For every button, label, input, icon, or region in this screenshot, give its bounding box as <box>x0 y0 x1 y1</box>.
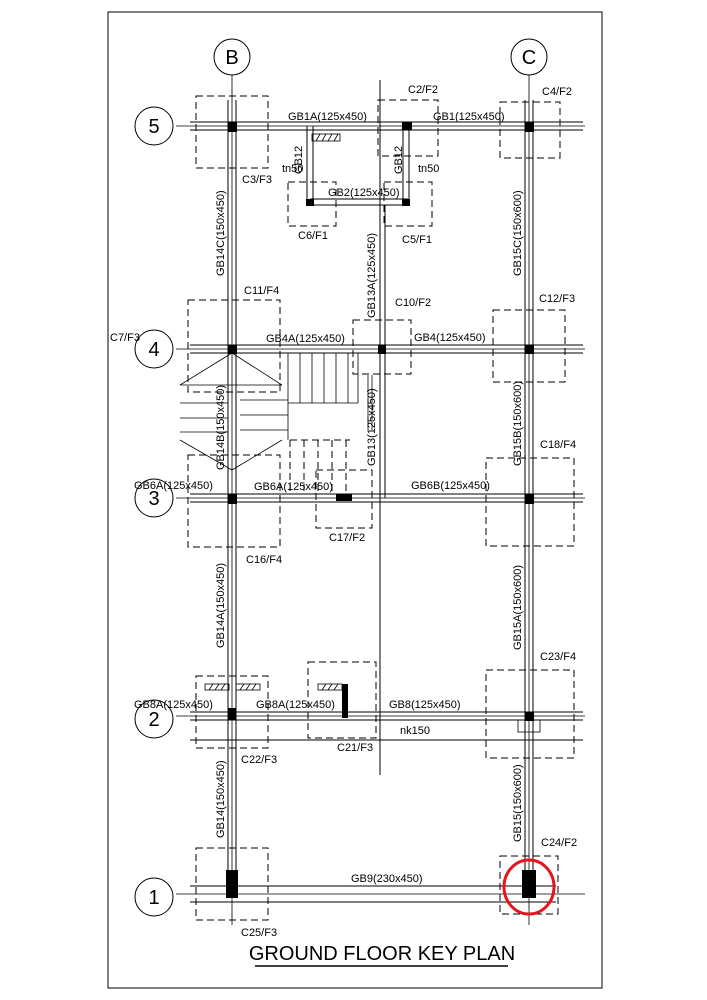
grid-bubble-2 <box>134 699 174 739</box>
sheet-border <box>107 11 603 989</box>
label-tn50a: tn50 <box>282 163 303 175</box>
column-c11 <box>228 345 237 354</box>
label-c12: C12/F3 <box>539 293 575 305</box>
label-gb13: GB13(125x450) <box>366 388 378 466</box>
column-c3 <box>228 122 237 132</box>
label-c17: C17/F2 <box>329 532 365 544</box>
column-c24 <box>522 870 536 898</box>
label-gb8: GB8(125x450) <box>389 699 461 711</box>
grid-label-4: 4 <box>148 339 159 361</box>
label-c21: C21/F3 <box>337 742 373 754</box>
column-c23 <box>525 712 534 721</box>
column-c16 <box>228 494 237 504</box>
label-gb4a: GB4A(125x450) <box>266 333 345 345</box>
beams <box>190 80 583 903</box>
label-gb8a-1: GB8A(125x450) <box>134 699 213 711</box>
label-gb6b: GB6B(125x450) <box>411 480 490 492</box>
grid-label-1: 1 <box>148 887 159 909</box>
label-gb13a: GB13A(125x450) <box>366 233 378 318</box>
label-c10: C10/F2 <box>395 297 431 309</box>
column-c21 <box>342 684 348 718</box>
label-c11: C11/F4 <box>244 285 279 297</box>
grid-label-3: 3 <box>148 488 159 510</box>
label-gb6a-1: GB6A(125x450) <box>134 480 213 492</box>
grid-bubble-b <box>213 38 251 76</box>
label-nk150: nk150 <box>400 725 430 737</box>
beam-labels-vertical: GB12 GB12 GB14C(150x450) GB13A(125x450) … <box>215 146 524 842</box>
label-gb1: GB1(125x450) <box>433 111 505 123</box>
label-c5: C5/F1 <box>402 234 432 246</box>
column-c10 <box>378 345 386 354</box>
label-gb15a: GB15A(150x600) <box>512 565 524 650</box>
label-gb1a: GB1A(125x450) <box>288 111 367 123</box>
column-c18 <box>525 494 534 504</box>
label-c6: C6/F1 <box>298 230 328 242</box>
column-c17 <box>336 494 352 501</box>
label-gb12-right: GB12 <box>393 146 405 174</box>
column-c22 <box>228 708 236 720</box>
label-gb14b: GB14B(150x450) <box>215 385 227 470</box>
beam-labels-horizontal: GB1A(125x450) GB1(125x450) GB2(125x450) … <box>134 111 505 885</box>
label-c24: C24/F2 <box>541 837 577 849</box>
label-c16: C16/F4 <box>246 554 282 566</box>
label-gb15c: GB15C(150x600) <box>512 190 524 276</box>
grid-label-5: 5 <box>148 116 159 138</box>
label-c22: C22/F3 <box>241 754 277 766</box>
columns <box>226 122 536 898</box>
column-c6 <box>306 199 314 206</box>
column-c5 <box>402 199 410 206</box>
label-tn50b: tn50 <box>418 163 439 175</box>
plan-title: GROUND FLOOR KEY PLAN <box>249 943 515 965</box>
label-gb2: GB2(125x450) <box>328 187 400 199</box>
grid-bubble-5 <box>134 106 174 146</box>
column-c2 <box>402 122 412 130</box>
grid-bubble-3 <box>134 478 174 518</box>
column-labels: C2/F2 C3/F3 C4/F2 C5/F1 C6/F1 C7/F3 C10/… <box>110 84 577 939</box>
label-c25: C25/F3 <box>241 927 277 939</box>
label-gb9: GB9(230x450) <box>351 873 423 885</box>
label-gb4: GB4(125x450) <box>414 332 486 344</box>
label-gb8a-2: GB8A(125x450) <box>256 699 335 711</box>
grid-bubbles: B C 5 4 3 2 1 <box>134 38 548 917</box>
grid-label-2: 2 <box>148 709 159 731</box>
footings <box>187 95 575 921</box>
label-c3: C3/F3 <box>242 174 272 186</box>
grid-label-c: C <box>522 47 536 69</box>
label-gb12-left: GB12 <box>293 146 305 174</box>
label-c7: C7/F3 <box>110 332 140 344</box>
label-c18: C18/F4 <box>540 439 576 451</box>
staircase <box>179 352 373 494</box>
grid-label-b: B <box>225 47 238 69</box>
label-c2: C2/F2 <box>408 84 438 96</box>
column-c25 <box>226 870 238 898</box>
column-c12 <box>525 345 534 354</box>
label-gb14a: GB14A(150x450) <box>215 563 227 648</box>
label-gb15b: GB15B(150x600) <box>512 381 524 466</box>
label-c23: C23/F4 <box>540 651 576 663</box>
label-gb6a-2: GB6A(125x450) <box>254 481 333 493</box>
label-gb14c: GB14C(150x450) <box>215 190 227 276</box>
label-c4: C4/F2 <box>542 86 572 98</box>
grid-bubble-c <box>510 38 548 76</box>
label-gb14: GB14(150x450) <box>215 760 227 838</box>
grid-bubble-4 <box>134 329 174 369</box>
highlight-circle <box>502 858 556 916</box>
column-c4 <box>525 122 534 132</box>
grid-bubble-1 <box>134 877 174 917</box>
label-gb15: GB15(150x600) <box>512 764 524 842</box>
